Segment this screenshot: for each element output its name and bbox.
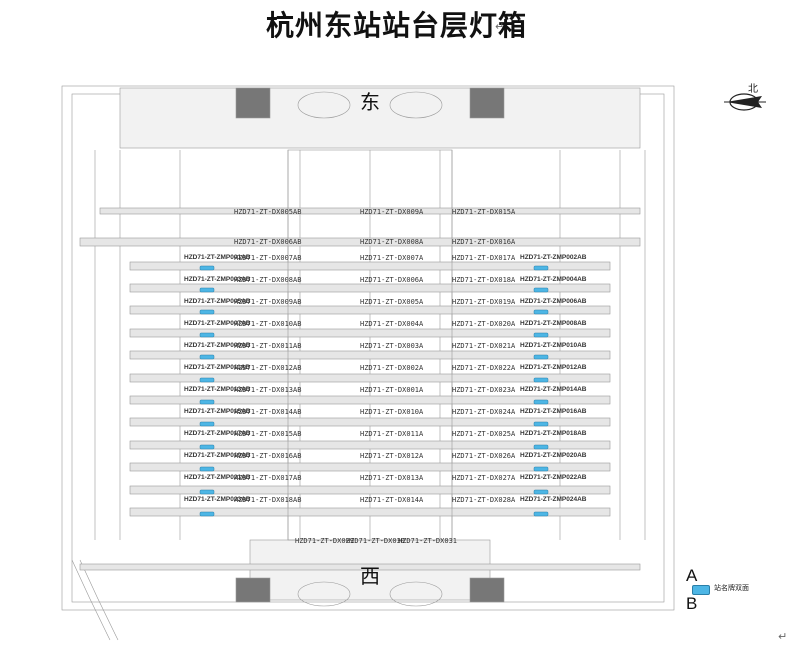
sign-label-c3: HZD71-ZT-DX020A — [452, 320, 516, 328]
sign-label-c1: HZD71-ZT-DX015AB — [234, 430, 302, 438]
sign-label-right: HZD71-ZT-ZMP016AB — [520, 408, 587, 415]
sign-label-c3: HZD71-ZT-DX019A — [452, 298, 516, 306]
sign-label-c3: HZD71-ZT-DX018A — [452, 276, 516, 284]
west-label: 西 — [360, 564, 380, 588]
sign-label-c2: HZD71-ZT-DX001A — [360, 386, 424, 394]
paragraph-mark: ↵ — [495, 20, 505, 33]
sign-label-c3: HZD71-ZT-DX015A — [452, 208, 516, 216]
sign-label-c1: HZD71-ZT-DX009AB — [234, 298, 302, 306]
sign-label-c3: HZD71-ZT-DX027A — [452, 474, 516, 482]
sign-label-c3: HZD71-ZT-DX022A — [452, 364, 516, 372]
sign-label-c3: HZD71-ZT-DX023A — [452, 386, 516, 394]
sign-label-c3: HZD71-ZT-DX025A — [452, 430, 516, 438]
sign-label-right: HZD71-ZT-ZMP020AB — [520, 452, 587, 459]
sign-label-c1: HZD71-ZT-DX008AB — [234, 276, 302, 284]
sign-label-c2: HZD71-ZT-DX009A — [360, 208, 424, 216]
legend-item: 站名牌双面 — [714, 584, 749, 592]
sign-label-left: HZD71-ZT-ZMP005AB — [184, 298, 251, 305]
sign-label-c1: HZD71-ZT-DX005AB — [234, 208, 302, 216]
sign-label-c2: HZD71-ZT-DX010A — [360, 408, 424, 416]
sign-label-left: HZD71-ZT-ZMP009AB — [184, 342, 251, 349]
sign-label-left: HZD71-ZT-ZMP023AB — [184, 496, 251, 503]
sign-label-c2: HZD71-ZT-DX011A — [360, 430, 424, 438]
sign-label-c2: HZD71-ZT-DX007A — [360, 254, 424, 262]
sign-label-c3: HZD71-ZT-DX024A — [452, 408, 516, 416]
east-label: 东 — [360, 90, 380, 114]
legend-swatch — [692, 585, 710, 595]
sign-label-c1: HZD71-ZT-DX013AB — [234, 386, 302, 394]
sign-label-c1: HZD71-ZT-DX010AB — [234, 320, 302, 328]
sign-label-c2: HZD71-ZT-DX006A — [360, 276, 424, 284]
sign-label-c2: HZD71-ZT-DX014A — [360, 496, 424, 504]
page-title: 杭州东站站台层灯箱 — [265, 9, 527, 42]
sign-label-c1: HZD71-ZT-DX014AB — [234, 408, 302, 416]
sign-label-c1: HZD71-ZT-DX018AB — [234, 496, 302, 504]
sign-label-c1: HZD71-ZT-DX006AB — [234, 238, 302, 246]
sign-label-right: HZD71-ZT-ZMP008AB — [520, 320, 587, 327]
sign-label-c1: HZD71-ZT-DX016AB — [234, 452, 302, 460]
sign-label-c3: HZD71-ZT-DX028A — [452, 496, 516, 504]
sign-label-c2: HZD71-ZT-DX013A — [360, 474, 424, 482]
sign-label-right: HZD71-ZT-ZMP004AB — [520, 276, 587, 283]
sign-label-right: HZD71-ZT-ZMP014AB — [520, 386, 587, 393]
sign-label-left: HZD71-ZT-ZMP001AB — [184, 254, 251, 261]
sign-label-c1: HZD71-ZT-DX011AB — [234, 342, 302, 350]
sign-label-c2: HZD71-ZT-DX004A — [360, 320, 424, 328]
paragraph-mark-footer: ↵ — [778, 630, 788, 643]
sign-label-right: HZD71-ZT-ZMP012AB — [520, 364, 587, 371]
sign-label-left: HZD71-ZT-ZMP017AB — [184, 430, 251, 437]
sign-label-c2: HZD71-ZT-DX008A — [360, 238, 424, 246]
sign-label-bottom: HZD71-ZT-DX031 — [398, 537, 458, 545]
sign-label-c1: HZD71-ZT-DX017AB — [234, 474, 302, 482]
sign-label-c3: HZD71-ZT-DX026A — [452, 452, 516, 460]
sign-label-c3: HZD71-ZT-DX017A — [452, 254, 516, 262]
sign-label-c1: HZD71-ZT-DX007AB — [234, 254, 302, 262]
sign-label-c2: HZD71-ZT-DX003A — [360, 342, 424, 350]
sign-label-c2: HZD71-ZT-DX002A — [360, 364, 424, 372]
sign-label-c2: HZD71-ZT-DX005A — [360, 298, 424, 306]
sign-label-right: HZD71-ZT-ZMP024AB — [520, 496, 587, 503]
legend: A 站名牌双面 B — [680, 566, 790, 614]
sign-label-left: HZD71-ZT-ZMP015AB — [184, 408, 251, 415]
sign-label-bottom: HZD71-ZT-DX030 — [346, 537, 406, 545]
sign-label-c3: HZD71-ZT-DX021A — [452, 342, 516, 350]
sign-label-right: HZD71-ZT-ZMP002AB — [520, 254, 587, 261]
sign-label-left: HZD71-ZT-ZMP003AB — [184, 276, 251, 283]
sign-label-c2: HZD71-ZT-DX012A — [360, 452, 424, 460]
legend-a: A — [686, 566, 698, 585]
sign-label-right: HZD71-ZT-ZMP010AB — [520, 342, 587, 349]
north-label: 北 — [748, 84, 758, 95]
sign-label-right: HZD71-ZT-ZMP006AB — [520, 298, 587, 305]
sign-label-c1: HZD71-ZT-DX012AB — [234, 364, 302, 372]
sign-label-c3: HZD71-ZT-DX016A — [452, 238, 516, 246]
sign-label-right: HZD71-ZT-ZMP018AB — [520, 430, 587, 437]
sign-label-left: HZD71-ZT-ZMP019AB — [184, 452, 251, 459]
sign-label-bottom: HZD71-ZT-DX029 — [295, 537, 355, 545]
sign-label-left: HZD71-ZT-ZMP013AB — [184, 386, 251, 393]
sign-label-left: HZD71-ZT-ZMP021AB — [184, 474, 251, 481]
sign-label-left: HZD71-ZT-ZMP007AB — [184, 320, 251, 327]
legend-b: B — [686, 594, 698, 613]
north-arrow-icon — [724, 93, 766, 111]
sign-label-right: HZD71-ZT-ZMP022AB — [520, 474, 587, 481]
sign-label-left: HZD71-ZT-ZMP011AB — [184, 364, 251, 371]
